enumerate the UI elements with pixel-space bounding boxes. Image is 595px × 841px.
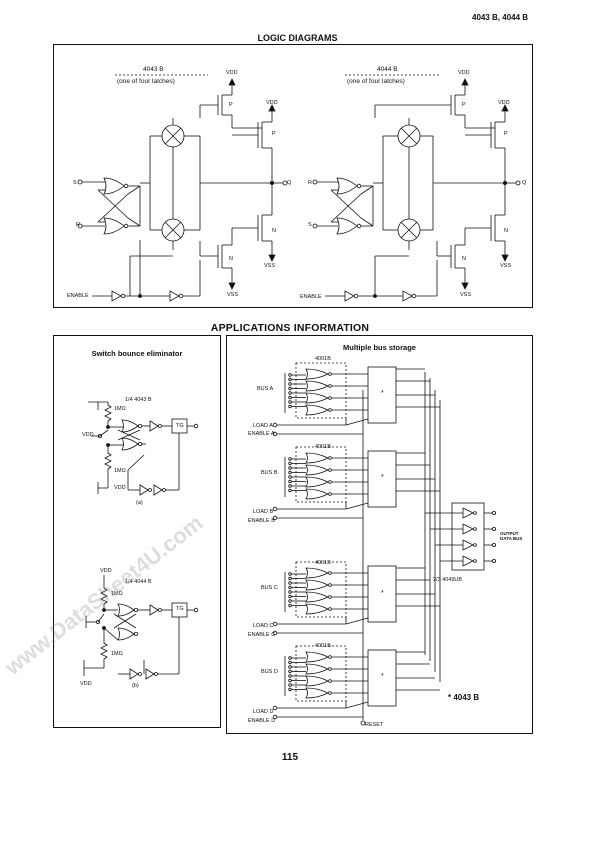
right-in1-label: R <box>308 180 312 186</box>
switch-b-res2: 1MΩ <box>111 651 123 657</box>
switch-b-caption: (b) <box>132 683 139 689</box>
bus-block-d <box>272 645 440 720</box>
right-enable-label: ENABLE <box>300 294 322 300</box>
right-q-label: Q <box>522 180 527 186</box>
bus-block-c <box>272 561 440 636</box>
left-enable-label: ENABLE <box>67 293 89 299</box>
right-p1: P <box>462 102 466 108</box>
right-subtitle: (one of four latches) <box>347 78 405 85</box>
chip-label-d: 4001B <box>315 643 331 649</box>
enable-d-label: ENABLE D <box>248 718 276 724</box>
left-vdd-1: VDD <box>226 70 238 76</box>
right-vss-1: VSS <box>500 263 512 269</box>
switch-a-res1: 1MΩ <box>114 406 126 412</box>
right-latch-schematic <box>312 74 521 302</box>
right-p2: P <box>504 131 508 137</box>
bus-b-label: BUS B <box>261 470 278 476</box>
chip-label-a: 4001B <box>315 356 331 362</box>
bus-storage-frame <box>226 335 533 734</box>
page-number: 115 <box>281 752 299 763</box>
bus-block-a <box>272 362 440 437</box>
output-buffer-block <box>360 372 496 726</box>
switch-b-res1: 1MΩ <box>111 591 123 597</box>
bus-c-label: BUS C <box>261 585 278 591</box>
chip-label-c: 4001B <box>315 560 331 566</box>
bus-a-label: BUS A <box>257 386 274 392</box>
left-vss-1: VSS <box>264 263 276 269</box>
latch-star-c: * <box>381 590 384 597</box>
right-vss-2: VSS <box>460 292 472 298</box>
switch-a-vdd: VDD <box>82 432 94 438</box>
bus-storage-title: Multiple bus storage <box>343 343 416 352</box>
logic-diagrams-frame <box>53 44 533 308</box>
switch-circuit-b <box>83 575 199 680</box>
switch-a-res2: 1MΩ <box>114 468 126 474</box>
switch-bounce-title: Switch bounce eliminator <box>91 349 183 358</box>
right-in2-label: S <box>308 222 312 228</box>
chip-label-b: 4001B <box>315 444 331 450</box>
enable-c-label: ENABLE C <box>248 632 276 638</box>
right-vdd-2: VDD <box>498 100 510 106</box>
right-vdd-1: VDD <box>458 70 470 76</box>
left-vdd-2: VDD <box>266 100 278 106</box>
footnote-4043b: * 4043 B <box>448 693 480 702</box>
latch-star-d: * <box>381 673 384 680</box>
load-d-label: LOAD D <box>253 709 274 715</box>
right-n1: N <box>504 228 508 234</box>
part-numbers-header: 4043 B, 4044 B <box>472 13 529 22</box>
load-b-label: LOAD B <box>253 509 274 515</box>
bus-d-label: BUS D <box>261 669 278 675</box>
switch-a-caption: (a) <box>136 500 143 506</box>
load-c-label: LOAD C <box>253 623 274 629</box>
switch-b-tg: TG <box>176 606 184 612</box>
load-a-label: LOAD A <box>253 423 273 429</box>
enable-a-label: ENABLE A <box>248 431 275 437</box>
switch-a-tg: TG <box>176 423 184 429</box>
latch-star-a: * <box>381 390 384 397</box>
right-n2: N <box>462 256 466 262</box>
applications-title: APPLICATIONS INFORMATION <box>210 322 370 334</box>
left-latch-schematic <box>77 74 288 302</box>
switch-b-part: 1/4 4044 B <box>125 579 152 585</box>
enable-b-label: ENABLE B <box>248 518 275 524</box>
reset-label: RESET <box>365 722 384 728</box>
switch-circuit-a <box>88 401 199 496</box>
left-n1: N <box>272 228 276 234</box>
left-p1: P <box>229 102 233 108</box>
left-vss-2: VSS <box>227 292 239 298</box>
left-q-label: Q <box>287 180 292 186</box>
switch-a-part: 1/4 4043 B <box>125 397 152 403</box>
left-in1-label: S <box>73 180 77 186</box>
bus-block-b <box>272 446 440 521</box>
output-data-bus-label: OUTPUT DATA BUS <box>500 531 523 542</box>
logic-diagrams-title: LOGIC DIAGRAMS <box>257 33 338 43</box>
switch-b-vdd2: VDD <box>80 681 92 687</box>
switch-bounce-frame <box>53 335 221 728</box>
left-p2: P <box>272 131 276 137</box>
left-subtitle: (one of four latches) <box>117 78 175 85</box>
left-part-label: 4043 B <box>143 66 164 73</box>
switch-a-vdd2: VDD <box>114 485 126 491</box>
switch-b-vdd: VDD <box>100 568 112 574</box>
buffer-label: 2/3 4049UB <box>433 577 463 583</box>
latch-star-b: * <box>381 474 384 481</box>
left-n2: N <box>229 256 233 262</box>
right-part-label: 4044 B <box>377 66 398 73</box>
